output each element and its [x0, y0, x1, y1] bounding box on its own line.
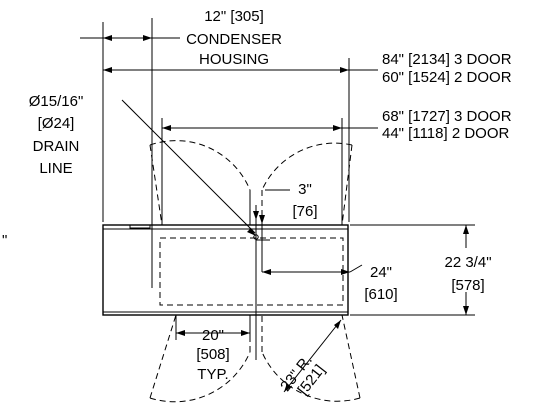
door-width-label-1: 20" — [202, 327, 224, 344]
drain-line-label-3: DRAIN — [33, 138, 80, 155]
door-swing-lower-left — [149, 314, 251, 403]
door-swing-upper-left — [149, 140, 251, 226]
drain-line-label-2: [Ø24] — [38, 115, 75, 132]
drain-depth-label-1: 24" — [370, 264, 392, 281]
overall-width-label-2: 60" [1524] 2 DOOR — [382, 69, 512, 86]
condenser-housing-label-2: CONDENSER — [186, 31, 282, 48]
door-width-label-3: TYP. — [197, 366, 228, 383]
door-swing-lower-right — [261, 314, 361, 402]
cabinet-outline — [102, 224, 349, 316]
condenser-housing-dimension — [80, 35, 180, 41]
door-span-dimension — [161, 118, 378, 225]
condenser-housing-label-3: HOUSING — [199, 51, 269, 68]
drain-offset-label-1: 3" — [298, 181, 312, 198]
drain-line-label-4: LINE — [39, 160, 72, 177]
cabinet-depth-label-1: 22 3/4" — [444, 254, 491, 271]
drain-line-label-1: Ø15/16" — [29, 93, 84, 110]
drain-depth-dimension — [262, 264, 363, 275]
door-radius-leader — [283, 319, 342, 393]
overall-width-dimension — [102, 22, 378, 222]
drain-depth-label-2: [610] — [364, 286, 397, 303]
cabinet-depth-label-2: [578] — [451, 277, 484, 294]
edge-mark: " — [2, 232, 7, 249]
interior-outline — [159, 237, 344, 306]
condenser-housing-label-1: 12" [305] — [204, 8, 264, 25]
cabinet-depth-dimension — [350, 224, 475, 316]
door-span-label-2: 44" [1118] 2 DOOR — [382, 125, 509, 142]
door-width-label-2: [508] — [196, 346, 229, 363]
drain-leader — [121, 99, 270, 241]
drain-offset-label-2: [76] — [292, 203, 317, 220]
door-swing-upper-right — [261, 142, 353, 226]
overall-width-label-1: 84" [2134] 3 DOOR — [382, 51, 512, 68]
door-span-label-1: 68" [1727] 3 DOOR — [382, 108, 512, 125]
